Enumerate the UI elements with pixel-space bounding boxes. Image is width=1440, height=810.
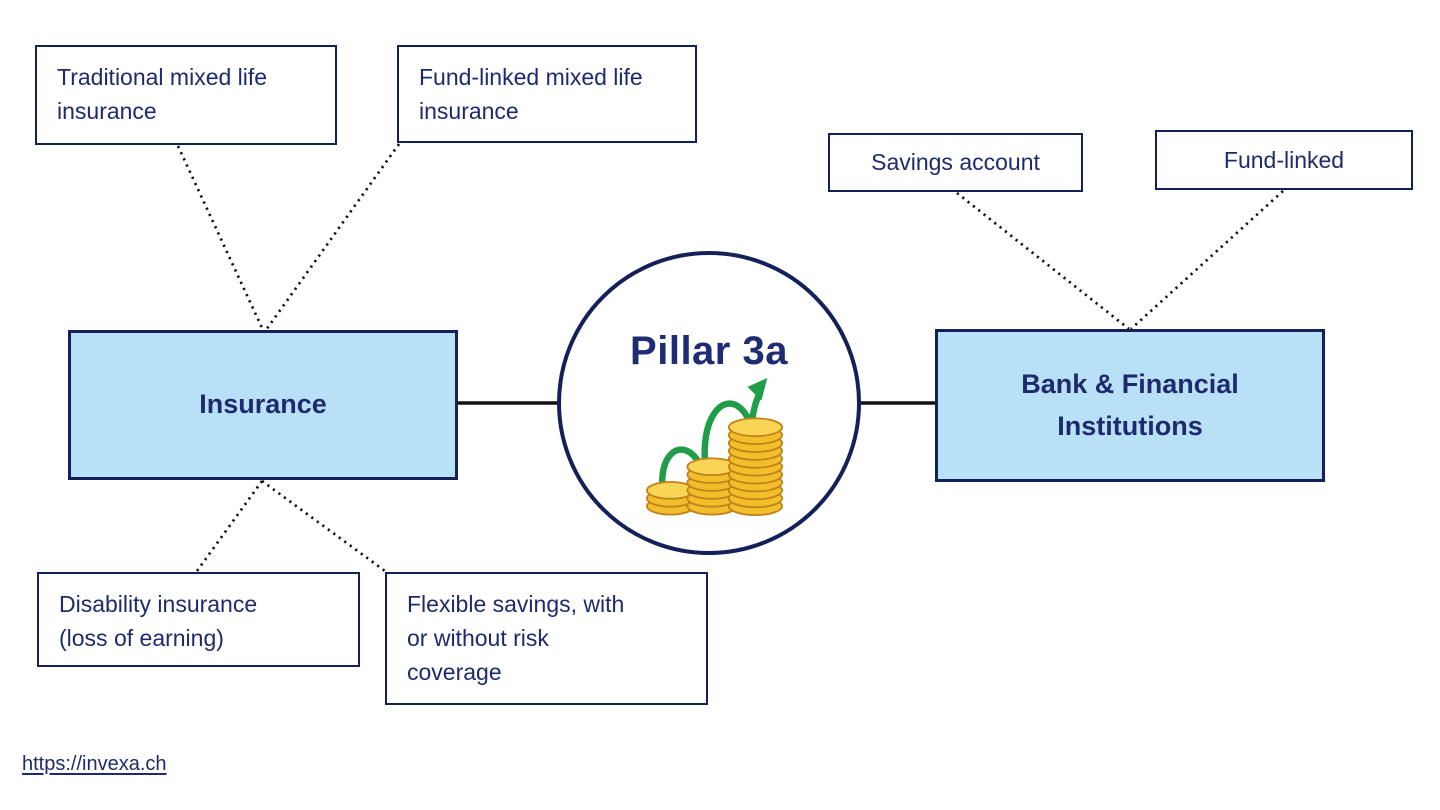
coin-stack-tall [727, 417, 783, 516]
branch-bank-financial-institutions: Bank & Financial Institutions [935, 329, 1325, 482]
hub-pillar-3a: Pillar 3a [557, 251, 861, 555]
node-disability-insurance: Disability insurance (loss of earning) [37, 572, 360, 667]
pillar-3a-label: Pillar 3a [630, 329, 788, 373]
dotted-connector-fundlinked-mixed [264, 143, 401, 331]
coin-stacks-growth-icon [646, 377, 783, 516]
node-savings-account: Savings account [828, 133, 1083, 192]
dotted-connector-savings-account [956, 191, 1130, 331]
dotted-connector-traditional [176, 145, 265, 331]
growth-arc-large [701, 392, 762, 482]
dotted-connector-flexible [261, 479, 386, 573]
node-fund-linked-mixed-life: Fund-linked mixed life insurance [397, 45, 697, 143]
node-flexible-savings: Flexible savings, with or without risk c… [385, 572, 708, 705]
growth-arrowhead [747, 377, 768, 401]
node-fund-linked: Fund-linked [1155, 130, 1413, 190]
dotted-connector-fundlinked-bank [1130, 190, 1284, 330]
invexa-link[interactable]: https://invexa.ch [22, 753, 167, 775]
branch-insurance: Insurance [68, 330, 458, 480]
node-traditional-mixed-life: Traditional mixed life insurance [35, 45, 337, 145]
dotted-connector-disability [195, 480, 264, 572]
